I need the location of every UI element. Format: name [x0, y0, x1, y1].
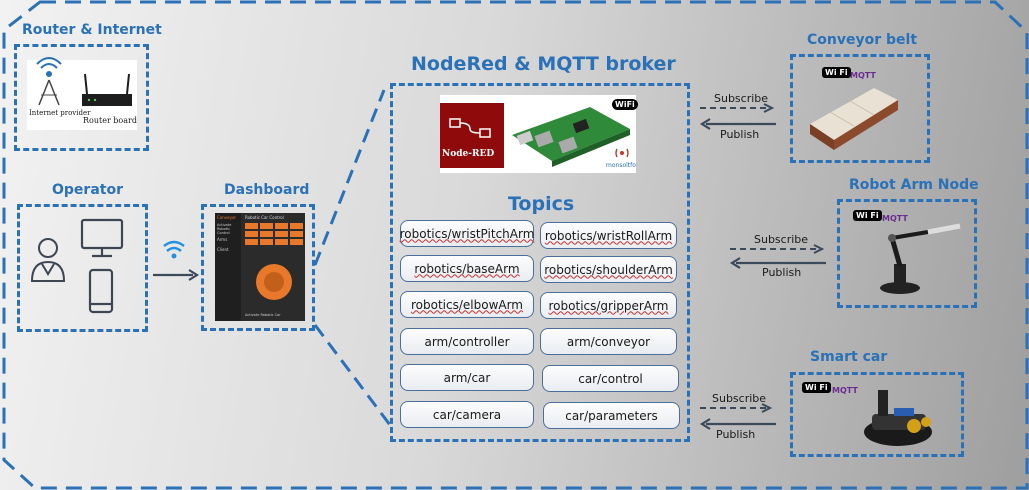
broker-image-panel: Node-RED WiFi monsoltfo — [440, 95, 638, 173]
robot-arm-flow-arrows — [729, 244, 826, 269]
smart-car-wifi-tag: Wi Fi — [802, 382, 831, 393]
operator-icons — [30, 218, 124, 314]
conveyor-belt-icon — [810, 88, 898, 150]
node-flow-icon — [449, 118, 491, 138]
dashboard-broker-connector — [313, 89, 392, 426]
robot-arm-publish-label: Publish — [762, 266, 802, 279]
dash-menu-item[interactable]: Arms — [217, 237, 228, 242]
conveyor-subscribe-label: Subscribe — [714, 92, 769, 105]
dash-menu-item[interactable]: Activate Robotic Control — [217, 223, 232, 235]
dashboard-screenshot: Conveyor Activate Robotic Control Arms C… — [215, 213, 305, 321]
topic-pill[interactable]: car/camera — [400, 401, 534, 428]
internet-provider-label: Internet provider — [29, 109, 91, 117]
topic-pill[interactable]: robotics/shoulderArm — [540, 256, 677, 283]
topic-pill[interactable]: robotics/baseArm — [400, 255, 534, 282]
dash-menu-item[interactable]: Client — [217, 247, 229, 252]
smart-car-mqtt-tag: MQTT — [832, 386, 858, 395]
dashboard-title: Dashboard — [224, 182, 310, 198]
router-internet-title: Router & Internet — [22, 22, 162, 38]
topic-pill[interactable]: car/parameters — [543, 402, 680, 429]
smart-car-flow-arrows — [699, 403, 776, 430]
conveyor-wifi-tag: Wi Fi — [822, 67, 851, 78]
topic-pill[interactable]: arm/conveyor — [540, 328, 677, 355]
dash-button-grid[interactable] — [243, 222, 305, 252]
dash-menu-item[interactable]: Conveyor — [217, 215, 237, 220]
topic-pill[interactable]: arm/controller — [400, 328, 534, 355]
router-board-icon — [82, 73, 132, 106]
topic-pill[interactable]: robotics/wristPitchArm — [400, 220, 534, 247]
topic-pill[interactable]: robotics/gripperArm — [540, 292, 677, 319]
broker-brand: monsoltfo — [606, 162, 636, 169]
dash-header: Robotic Car Control — [245, 215, 284, 220]
robot-arm-title: Robot Arm Node — [849, 177, 979, 193]
router-board-label: Router board — [83, 116, 137, 125]
conveyor-group — [790, 54, 930, 163]
broadcast-icon — [615, 148, 629, 158]
dash-joystick[interactable] — [243, 253, 305, 315]
dashboard-group — [201, 204, 315, 331]
person-icon — [30, 238, 66, 282]
raspberry-pi-icon — [512, 107, 630, 167]
operator-dashboard-arrow — [153, 269, 200, 281]
router-internet-group — [14, 44, 149, 151]
nodered-label: Node-RED — [442, 149, 495, 159]
robot-arm-mqtt-tag: MQTT — [882, 214, 908, 223]
robot-arm-wifi-tag: Wi Fi — [853, 210, 882, 221]
broker-group — [390, 83, 690, 442]
broker-title: NodeRed & MQTT broker — [411, 53, 676, 75]
operator-group — [17, 204, 148, 332]
smart-car-icon — [864, 390, 932, 446]
broker-wifi-tag: WiFi — [612, 99, 638, 110]
topics-title: Topics — [508, 193, 575, 215]
topic-pill[interactable]: robotics/wristRollArm — [540, 222, 677, 249]
conveyor-mqtt-tag: MQTT — [850, 71, 876, 80]
phone-icon — [88, 268, 114, 314]
smart-car-subscribe-label: Subscribe — [712, 392, 767, 405]
robot-arm-group — [837, 199, 977, 308]
operator-title: Operator — [52, 182, 123, 198]
smart-car-title: Smart car — [810, 349, 888, 365]
smart-car-publish-label: Publish — [716, 428, 756, 441]
monitor-icon — [80, 218, 124, 258]
antenna-icon — [36, 57, 62, 106]
dash-footer: Activate Robotic Car — [245, 313, 281, 317]
robot-arm-icon — [880, 223, 961, 294]
robot-arm-subscribe-label: Subscribe — [754, 233, 809, 246]
conveyor-publish-label: Publish — [720, 128, 760, 141]
smart-car-group — [790, 372, 964, 457]
conveyor-title: Conveyor belt — [807, 32, 918, 48]
router-image-panel: Internet provider Router board — [27, 57, 137, 130]
topic-pill[interactable]: car/control — [542, 365, 679, 392]
nodered-logo: Node-RED — [440, 103, 504, 168]
topic-pill[interactable]: robotics/elbowArm — [400, 291, 534, 318]
wireless-icon — [163, 240, 185, 259]
conveyor-flow-arrows — [699, 103, 776, 130]
topic-pill[interactable]: arm/car — [400, 364, 534, 391]
